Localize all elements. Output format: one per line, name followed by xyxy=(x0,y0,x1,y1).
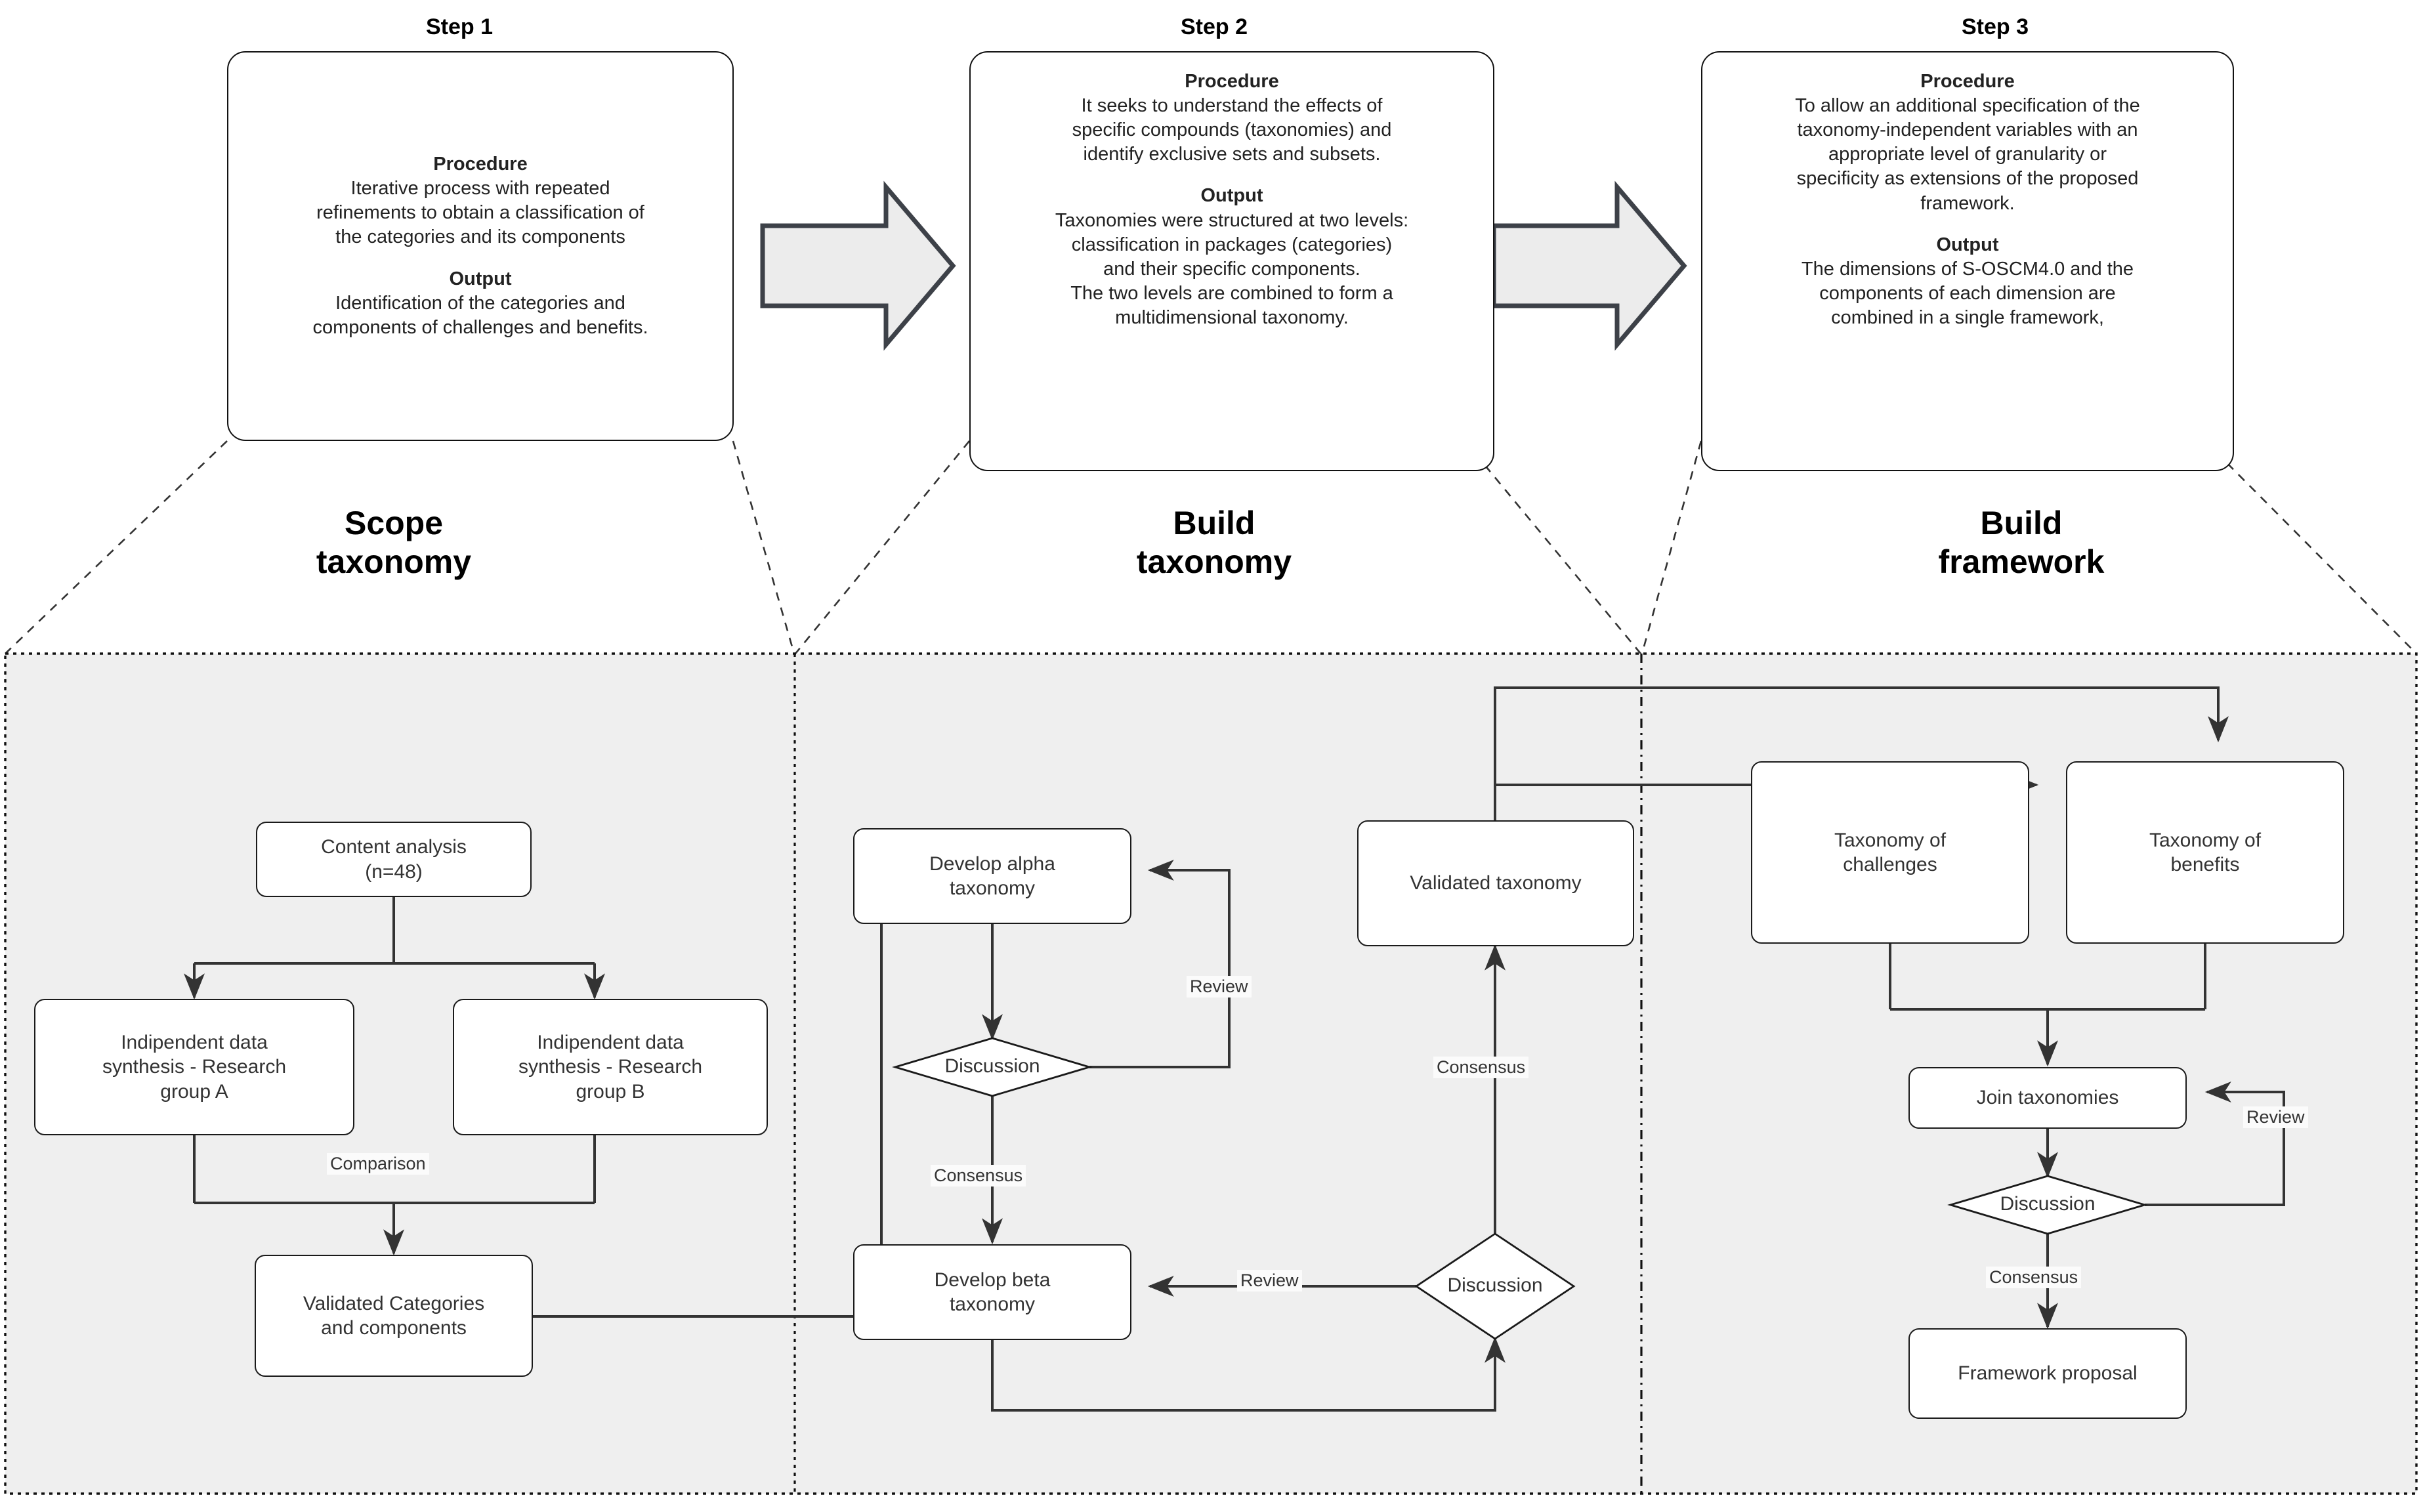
phase-build-taxonomy-line2: taxonomy xyxy=(1136,543,1292,580)
edge-label-consensus-alpha: Consensus xyxy=(931,1165,1026,1186)
leader-lines xyxy=(5,440,2417,654)
phase-title-build-framework: Build framework xyxy=(1890,504,2153,581)
step-3-output-text: The dimensions of S-OSCM4.0 and the comp… xyxy=(1801,258,2134,328)
step-1-box[interactable]: Procedure Iterative process with repeate… xyxy=(227,51,734,441)
node-synthesis-group-a[interactable]: Indipendent data synthesis - Research gr… xyxy=(34,999,354,1135)
node-taxonomy-of-challenges[interactable]: Taxonomy of challenges xyxy=(1751,761,2029,944)
step-1-output-label: Output xyxy=(449,268,512,289)
block-arrow-step2-step3 xyxy=(1491,180,1687,351)
label-discussion-framework[interactable]: Discussion xyxy=(2000,1193,2096,1215)
step-1-output-text: Identification of the categories and com… xyxy=(312,292,648,338)
step-2-title: Step 2 xyxy=(1180,14,1248,39)
build-taxonomy-connectors xyxy=(982,686,2229,1412)
edge-label-review-alpha: Review xyxy=(1187,976,1252,998)
node-validated-categories[interactable]: Validated Categories and components xyxy=(255,1255,533,1377)
edge-label-consensus-beta: Consensus xyxy=(1433,1057,1529,1078)
phase-scope-line2: taxonomy xyxy=(316,543,472,580)
diamond-discussion-framework xyxy=(1947,1175,2148,1235)
step-3-output-label: Output xyxy=(1936,234,1999,255)
step-2-procedure-text: It seeks to understand the effects of sp… xyxy=(1072,95,1392,165)
step-1-procedure-text: Iterative process with repeated refineme… xyxy=(316,178,644,248)
phase-build-framework-line2: framework xyxy=(1938,543,2105,580)
phase-build-taxonomy-line1: Build xyxy=(1173,505,1255,541)
edge-label-comparison: Comparison xyxy=(327,1153,429,1175)
step-1-procedure-label: Procedure xyxy=(433,154,528,175)
phase-title-scope: Scope taxonomy xyxy=(289,504,499,581)
node-develop-beta-taxonomy[interactable]: Develop beta taxonomy xyxy=(853,1244,1131,1340)
edge-label-review-beta: Review xyxy=(1237,1270,1302,1292)
phase-build-framework-line1: Build xyxy=(1980,505,2063,541)
diamond-discussion-alpha xyxy=(892,1037,1093,1097)
node-develop-alpha-taxonomy[interactable]: Develop alpha taxonomy xyxy=(853,828,1131,924)
label-discussion-alpha[interactable]: Discussion xyxy=(944,1055,1040,1077)
step-3-box[interactable]: Procedure To allow an additional specifi… xyxy=(1701,51,2234,471)
step-3-procedure-label: Procedure xyxy=(1920,71,2015,92)
step-3-title: Step 3 xyxy=(1961,14,2029,39)
build-framework-connectors xyxy=(1889,944,2285,1330)
step-2-procedure-label: Procedure xyxy=(1185,71,1279,92)
step-1-title: Step 1 xyxy=(425,14,494,39)
decision-diamonds xyxy=(892,1037,2148,1340)
phase-scope-line1: Scope xyxy=(344,505,444,541)
phase-title-build-taxonomy: Build taxonomy xyxy=(1109,504,1319,581)
step-3-procedure-text: To allow an additional specification of … xyxy=(1795,95,2140,214)
block-arrows xyxy=(760,180,1687,351)
step-2-output-text: Taxonomies were structured at two levels… xyxy=(1055,209,1409,328)
step-2-output-label: Output xyxy=(1200,185,1263,207)
block-arrow-step1-step2 xyxy=(760,180,956,351)
node-framework-proposal[interactable]: Framework proposal xyxy=(1908,1328,2187,1419)
diamond-discussion-beta xyxy=(1414,1232,1576,1340)
node-validated-taxonomy[interactable]: Validated taxonomy xyxy=(1357,820,1634,946)
node-taxonomy-of-benefits[interactable]: Taxonomy of benefits xyxy=(2066,761,2344,944)
step-2-box[interactable]: Procedure It seeks to understand the eff… xyxy=(969,51,1494,471)
edge-label-review-framework: Review xyxy=(2243,1106,2308,1128)
node-join-taxonomies[interactable]: Join taxonomies xyxy=(1908,1067,2187,1129)
node-synthesis-group-b[interactable]: Indipendent data synthesis - Research gr… xyxy=(453,999,768,1135)
label-discussion-beta[interactable]: Discussion xyxy=(1447,1274,1543,1296)
node-content-analysis[interactable]: Content analysis (n=48) xyxy=(256,822,532,897)
edge-label-consensus-framework: Consensus xyxy=(1986,1267,2082,1288)
